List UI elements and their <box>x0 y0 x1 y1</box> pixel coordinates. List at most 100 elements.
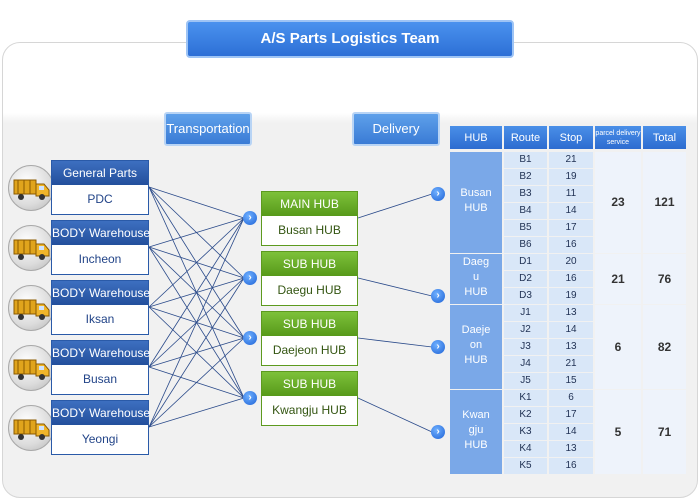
stop-cell: 11 <box>549 186 593 202</box>
chevron-right-icon: › <box>243 271 257 285</box>
stop-cell: 20 <box>549 254 593 270</box>
stop-cell: 14 <box>549 203 593 219</box>
hub-group-label-line: HUB <box>464 353 488 366</box>
hub-group-label-line: u <box>472 270 480 283</box>
connection-line <box>148 217 245 308</box>
connection-line <box>357 193 433 219</box>
hub-group-label-line: HUB <box>464 285 488 298</box>
route-cell: K4 <box>504 441 547 457</box>
chevron-right-icon: › <box>243 211 257 225</box>
source-name-label: PDC <box>87 192 113 206</box>
route-cell: K2 <box>504 407 547 423</box>
hub-group-label-line: Daeg <box>462 255 490 268</box>
source-type-label: BODY Warehouse <box>52 341 150 365</box>
stop-cell: 19 <box>549 169 593 185</box>
total-cell: 82 <box>643 305 686 389</box>
route-cell: B3 <box>504 186 547 202</box>
source-name-label: Iksan <box>85 312 115 326</box>
source-type-label: BODY Warehouse <box>52 401 150 425</box>
hub-type-label: MAIN HUB <box>262 192 357 216</box>
route-cell: D2 <box>504 271 547 287</box>
source-type-label: General Parts <box>52 161 148 185</box>
connection-line <box>148 217 245 428</box>
stop-cell: 13 <box>549 441 593 457</box>
hub-group-label-line: on <box>469 338 483 351</box>
route-cell: J5 <box>504 373 547 389</box>
stop-cell: 21 <box>549 356 593 372</box>
route-cell: B5 <box>504 220 547 236</box>
stop-cell: 19 <box>549 288 593 304</box>
stop-cell: 13 <box>549 305 593 321</box>
hub-name-label: Daegu HUB <box>277 283 342 297</box>
chevron-right-icon: › <box>431 187 445 201</box>
header-route: Route <box>504 126 547 149</box>
connection-line <box>357 277 433 297</box>
route-cell: K5 <box>504 458 547 474</box>
hub-box: MAIN HUB Busan HUB <box>261 191 358 246</box>
hub-group-label-line: gju <box>468 423 484 436</box>
hub-type-label: SUB HUB <box>262 372 357 396</box>
total-cell: 71 <box>643 390 686 474</box>
diagram-title: A/S Parts Logistics Team <box>186 20 514 58</box>
chevron-right-icon: › <box>243 331 257 345</box>
hub-box: SUB HUB Daegu HUB <box>261 251 358 306</box>
hub-group-label-line: Daeje <box>461 323 491 336</box>
connection-line <box>357 337 433 348</box>
truck-icon <box>8 345 54 391</box>
route-cell: J1 <box>504 305 547 321</box>
stop-cell: 13 <box>549 339 593 355</box>
delivery-label: Delivery <box>352 112 440 146</box>
route-cell: D1 <box>504 254 547 270</box>
hub-type-label: SUB HUB <box>262 252 357 276</box>
hub-group-label-line: HUB <box>464 201 488 214</box>
connection-line <box>148 217 245 248</box>
route-cell: J3 <box>504 339 547 355</box>
route-cell: B4 <box>504 203 547 219</box>
hub-box: SUB HUB Kwangju HUB <box>261 371 358 426</box>
header-parcel-delivery: parcel delivery service <box>595 126 641 149</box>
hub-group-label-line: Busan <box>460 186 492 199</box>
route-cell: J4 <box>504 356 547 372</box>
route-cell: B1 <box>504 152 547 168</box>
route-cell: K1 <box>504 390 547 406</box>
parcel-delivery-cell: 21 <box>595 254 641 304</box>
source-name-label: Busan <box>82 372 118 386</box>
header-stop: Stop <box>549 126 593 149</box>
stop-cell: 17 <box>549 220 593 236</box>
hub-name-label: Kwangju HUB <box>272 403 347 417</box>
connection-line <box>148 397 245 428</box>
hub-group-label-line: Kwan <box>462 408 490 421</box>
truck-icon <box>8 225 54 271</box>
source-type-label: BODY Warehouse <box>52 281 150 305</box>
source-type-label: BODY Warehouse <box>52 221 150 245</box>
hub-type-label: SUB HUB <box>262 312 357 336</box>
stop-cell: 21 <box>549 152 593 168</box>
truck-icon <box>8 165 54 211</box>
connection-line <box>148 337 245 428</box>
transportation-label: Transportation <box>164 112 252 146</box>
header-total: Total <box>643 126 686 149</box>
source-name-label: Incheon <box>78 252 122 266</box>
total-cell: 121 <box>643 152 686 253</box>
route-cell: K3 <box>504 424 547 440</box>
stop-cell: 17 <box>549 407 593 423</box>
stop-cell: 14 <box>549 424 593 440</box>
parcel-delivery-cell: 6 <box>595 305 641 389</box>
hub-name-label: Busan HUB <box>278 223 341 237</box>
truck-icon <box>8 405 54 451</box>
stop-cell: 15 <box>549 373 593 389</box>
connection-line <box>148 217 245 368</box>
stop-cell: 6 <box>549 390 593 406</box>
route-cell: B2 <box>504 169 547 185</box>
chevron-right-icon: › <box>243 391 257 405</box>
stop-cell: 16 <box>549 237 593 253</box>
total-cell: 76 <box>643 254 686 304</box>
